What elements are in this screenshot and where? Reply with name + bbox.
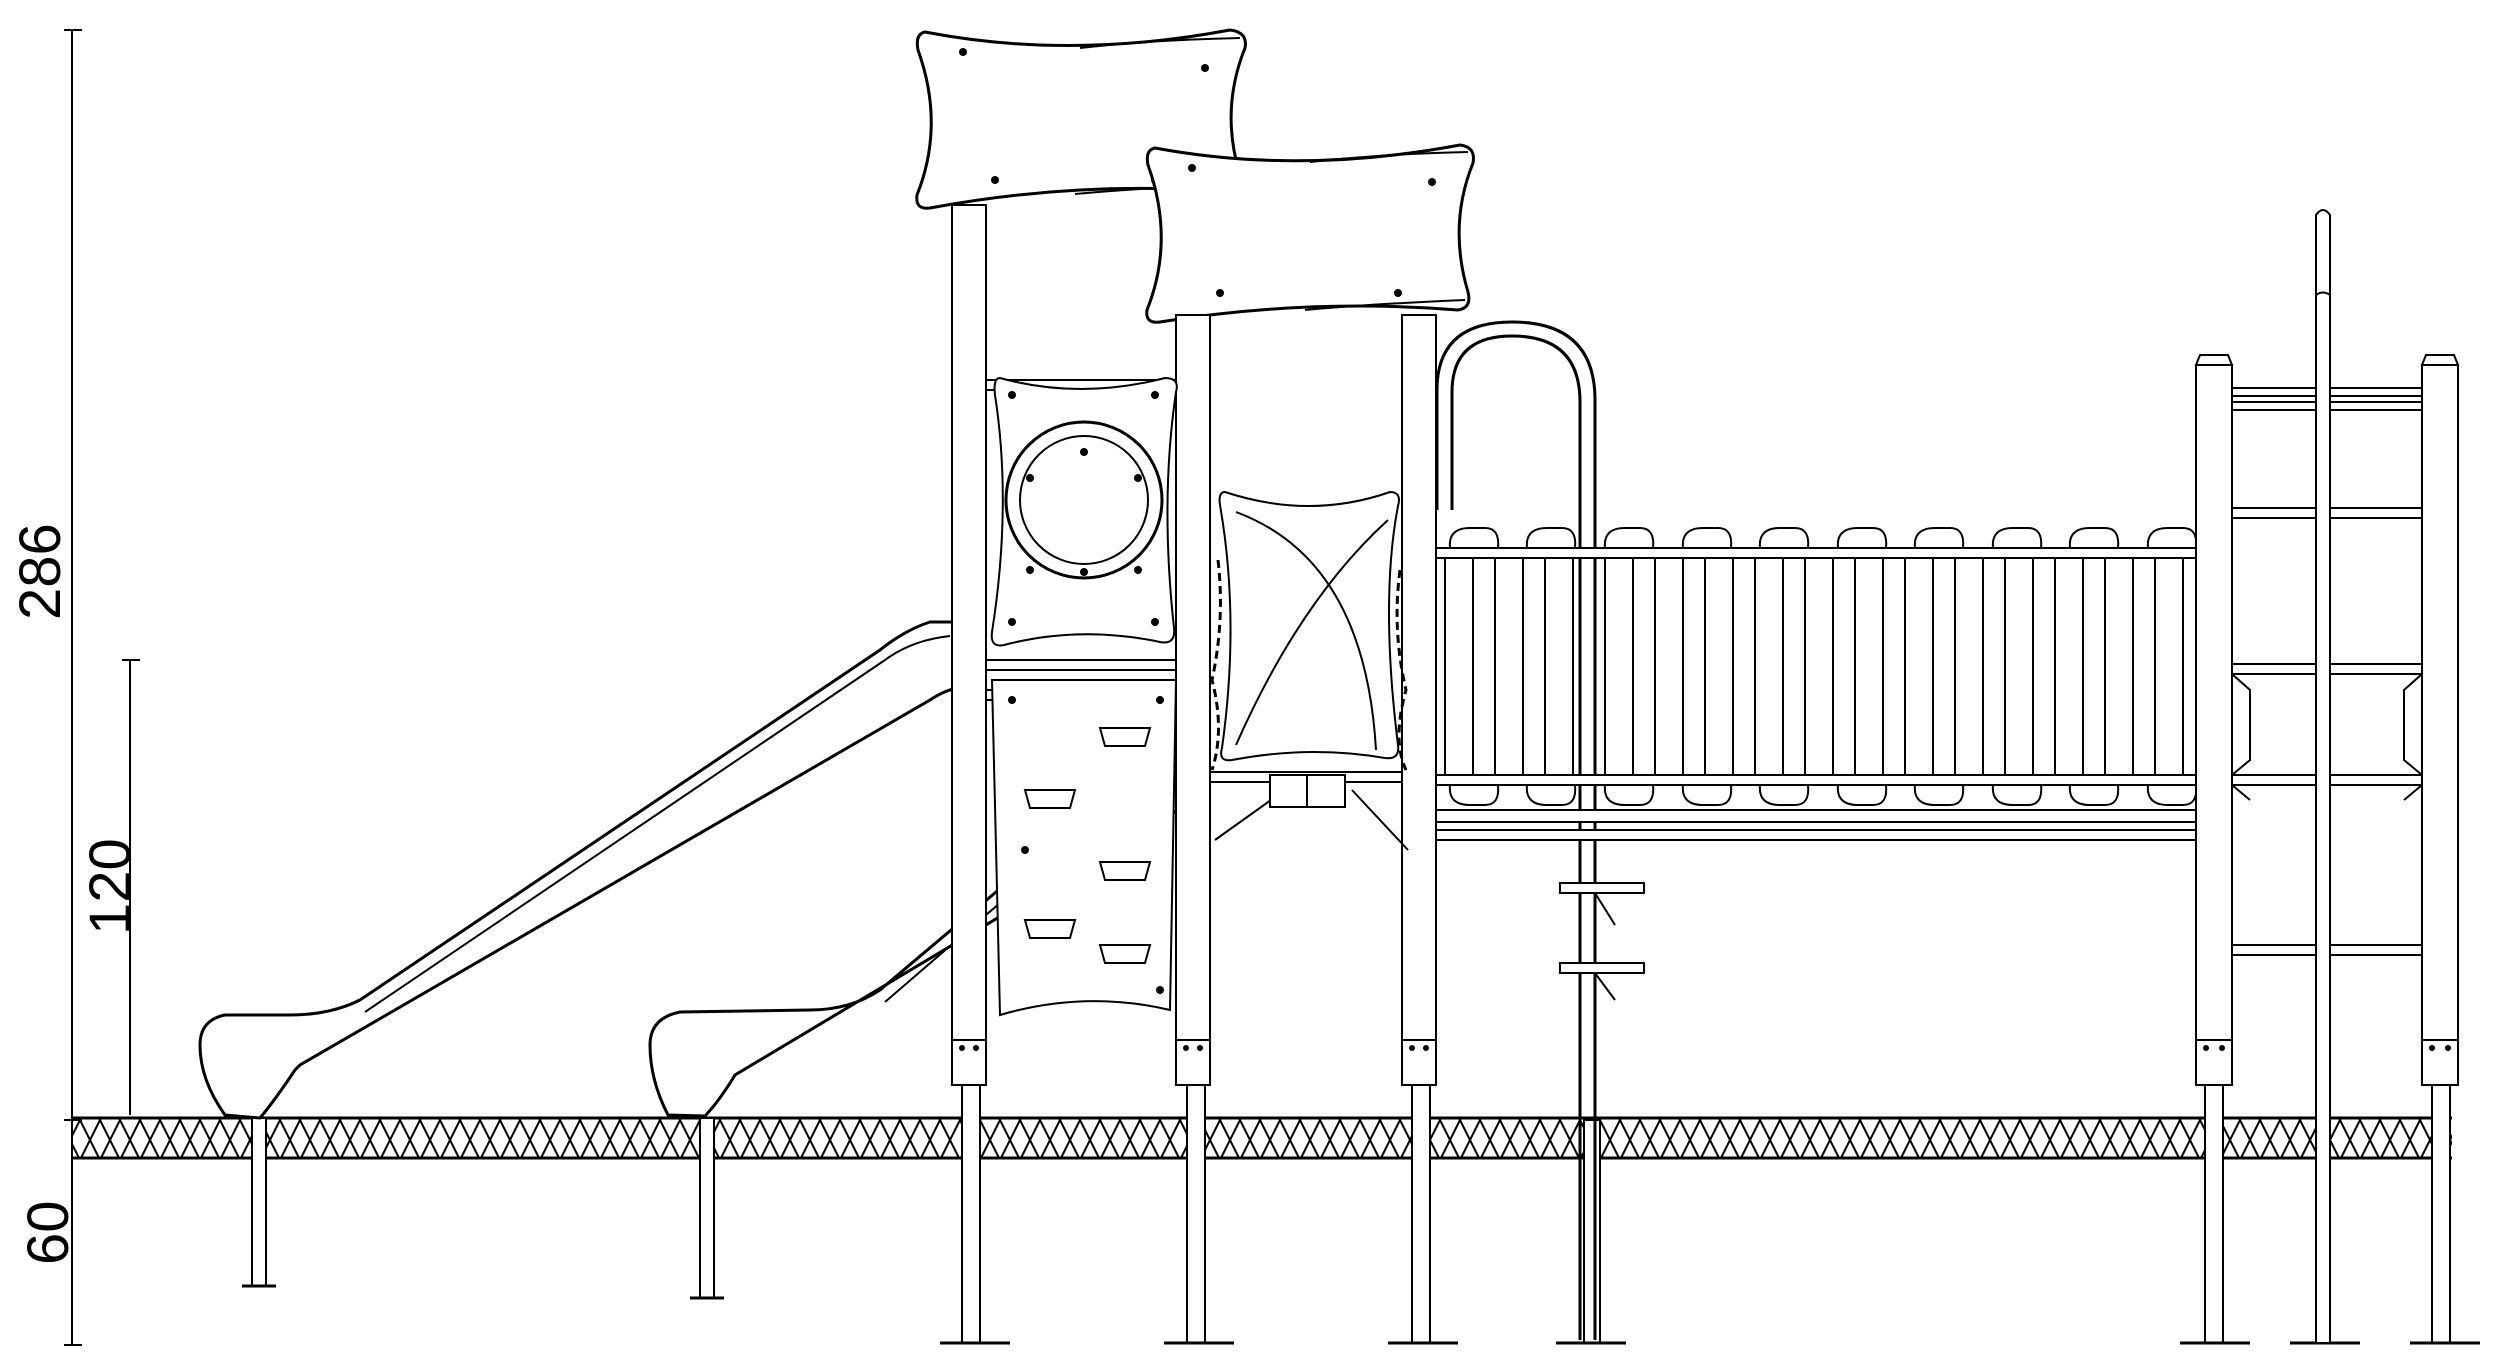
climbing-wall bbox=[990, 679, 1178, 1017]
tower-2 bbox=[1209, 314, 1437, 1086]
dimension-total-height: 286 bbox=[8, 29, 82, 1345]
bridge-slats bbox=[1444, 557, 2184, 776]
dimension-platform-height: 120 bbox=[78, 659, 143, 1115]
curved-panel bbox=[1218, 490, 1400, 762]
bridge-railing bbox=[1435, 527, 2201, 841]
dim-label-60: 60 bbox=[16, 1200, 81, 1265]
fireman-pole bbox=[2315, 209, 2331, 1344]
tower-1 bbox=[951, 204, 1211, 1086]
foundations bbox=[242, 1084, 2480, 1345]
dimension-foundation-depth: 60 bbox=[16, 1200, 82, 1346]
post-bolts bbox=[959, 1045, 2451, 1051]
bridge-clamps bbox=[1448, 527, 2198, 806]
arch-handrail bbox=[1435, 320, 1597, 1340]
dim-label-286: 286 bbox=[8, 523, 73, 620]
tower-3 bbox=[2194, 209, 2460, 1344]
slide-long bbox=[198, 620, 960, 1120]
ground-section bbox=[72, 1116, 2452, 1160]
dim-label-120: 120 bbox=[78, 838, 143, 935]
roof-panel-right bbox=[1145, 143, 1475, 324]
